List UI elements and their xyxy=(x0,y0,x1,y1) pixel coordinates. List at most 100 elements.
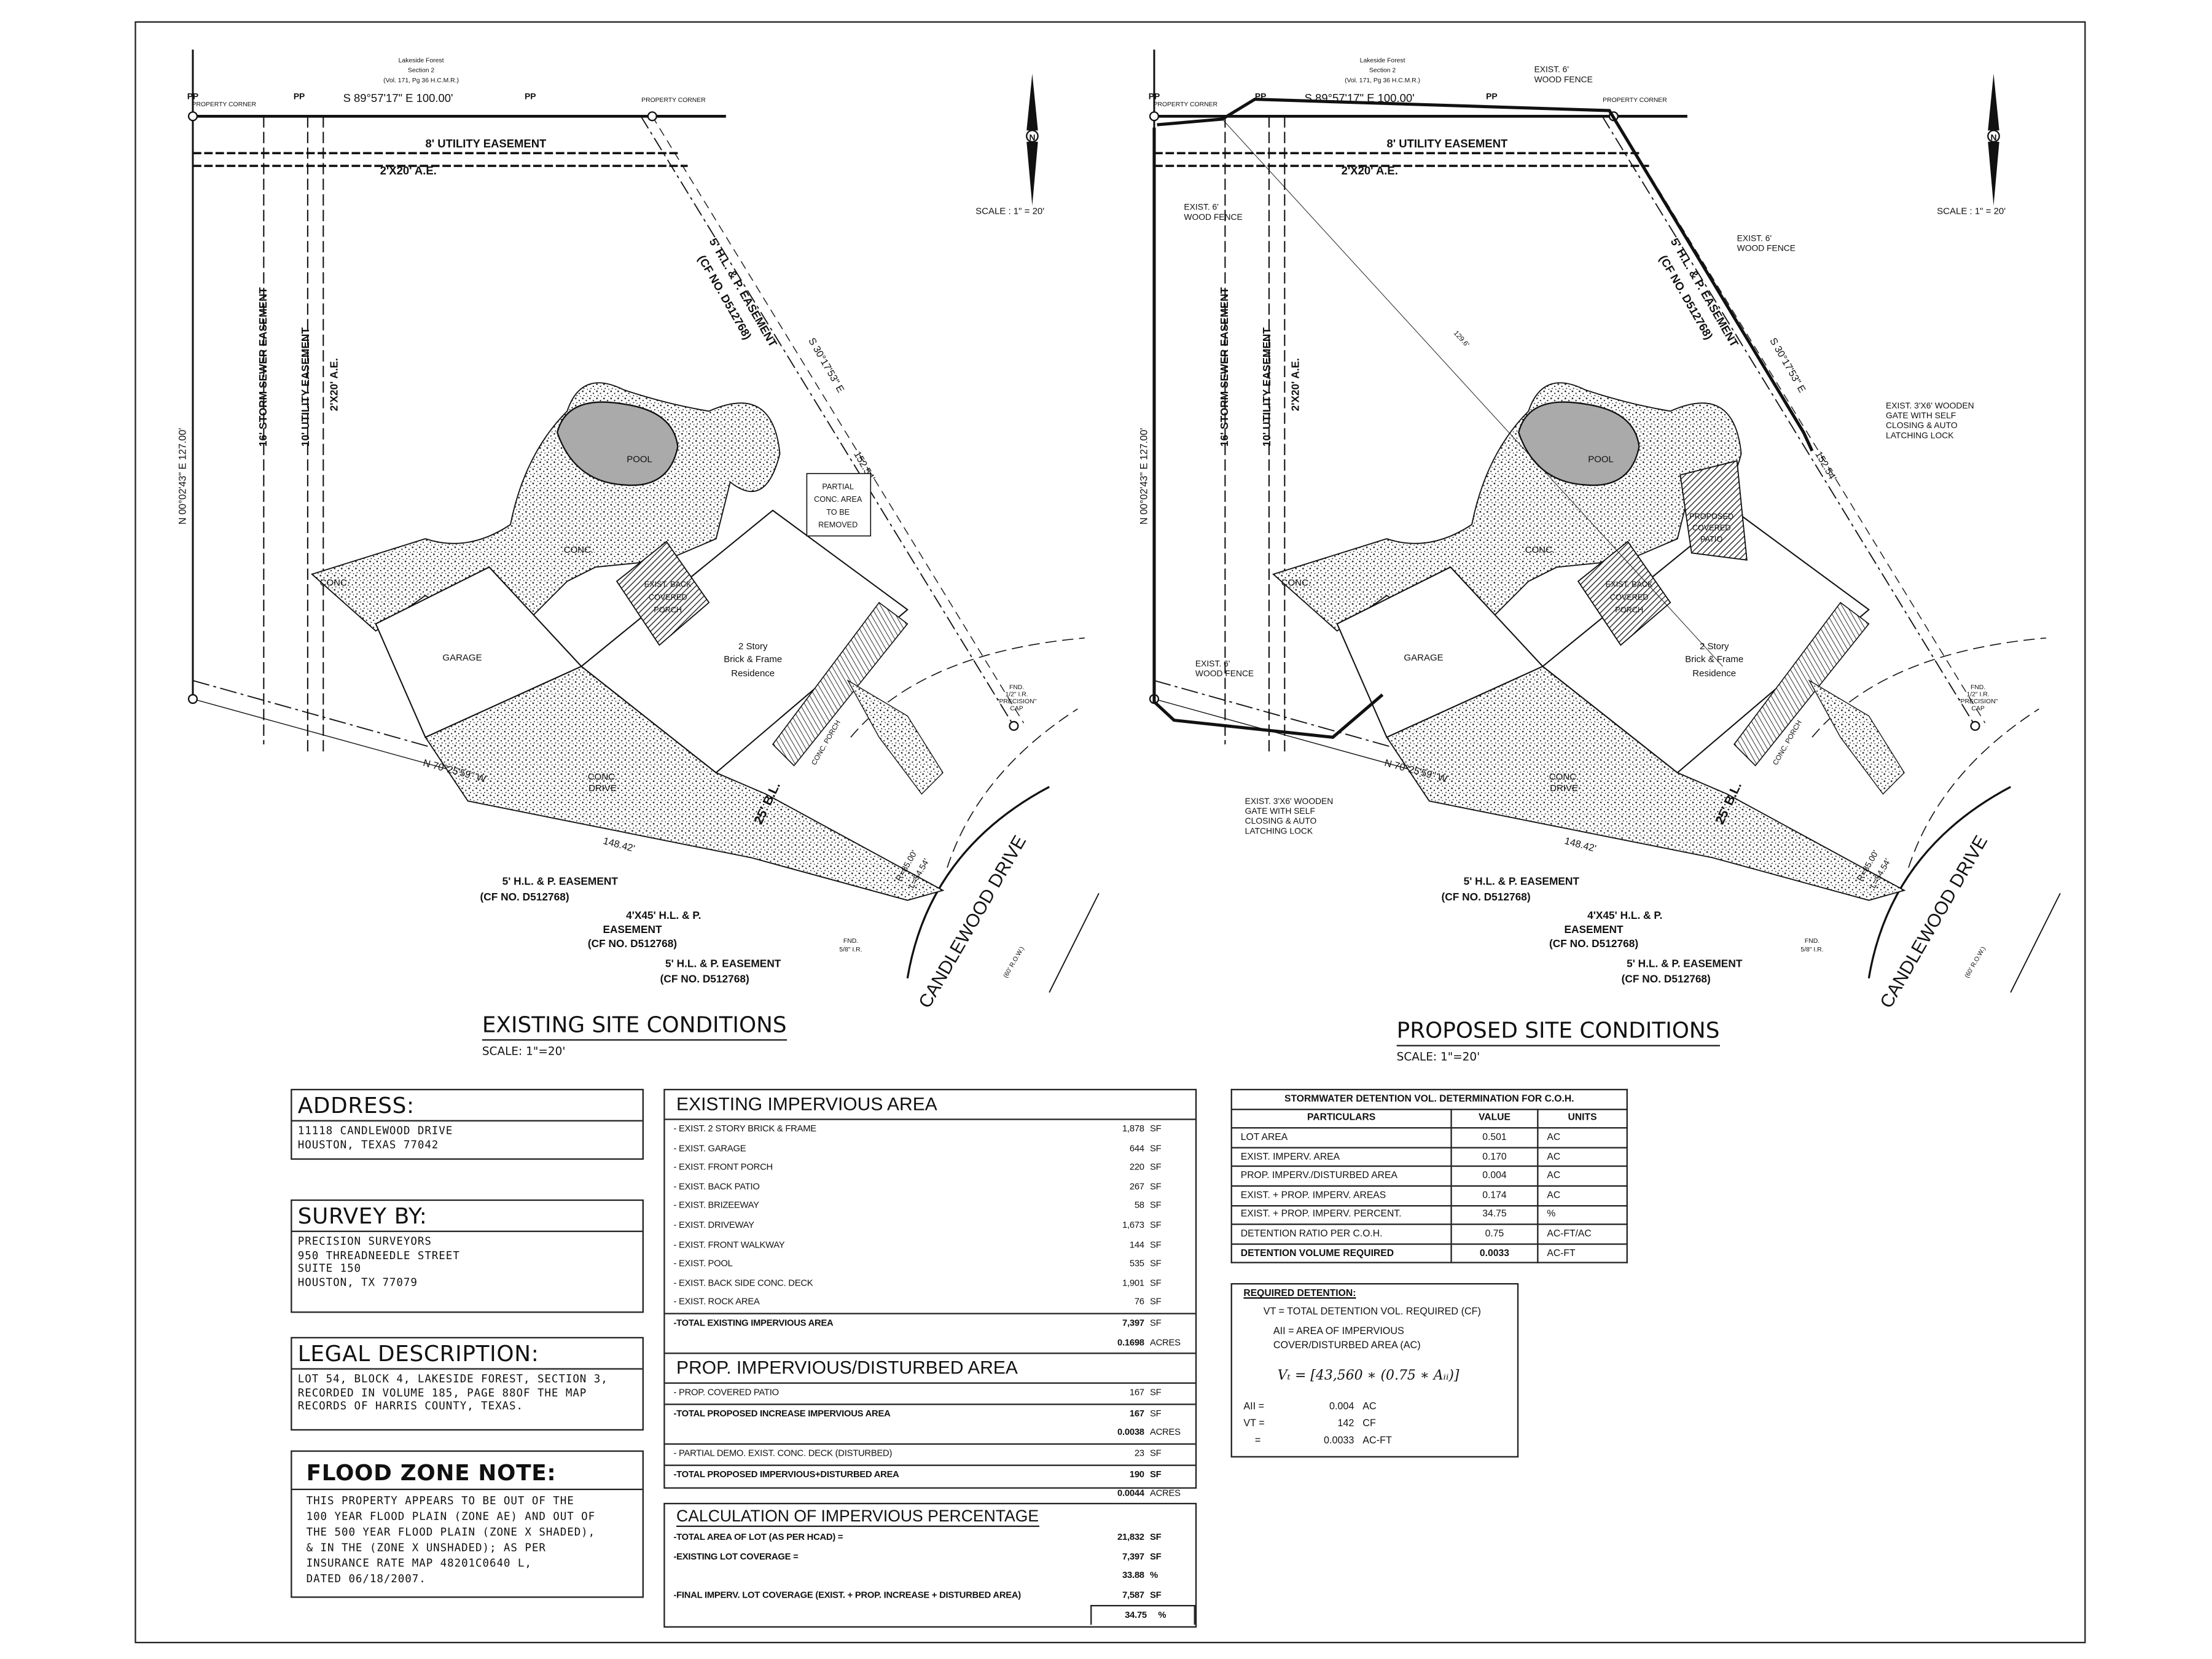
svg-text:CONC.: CONC. xyxy=(588,772,617,783)
flood-zone-box: FLOOD ZONE NOTE: THIS PROPERTY APPEARS T… xyxy=(291,1450,644,1598)
svg-text:FND.: FND. xyxy=(1971,684,1985,691)
svg-text:(Vol. 171, Pg 36 H.C.M.R.): (Vol. 171, Pg 36 H.C.M.R.) xyxy=(1345,77,1420,84)
final-percentage-row: 34.75% xyxy=(665,1605,1195,1625)
svg-text:2'X20' A.E.: 2'X20' A.E. xyxy=(1289,358,1301,411)
svg-text:(Vol. 171, Pg 36 H.C.M.R.): (Vol. 171, Pg 36 H.C.M.R.) xyxy=(383,77,459,84)
svg-text:148.42': 148.42' xyxy=(602,835,636,854)
svg-text:CONC. AREA: CONC. AREA xyxy=(814,495,862,504)
svg-text:5' H.L. & P. EASEMENT: 5' H.L. & P. EASEMENT xyxy=(1627,957,1743,969)
proposed-plan-title: PROPOSED SITE CONDITIONS xyxy=(1396,1018,1720,1047)
back-covered-porch xyxy=(1577,541,1671,646)
gate-label: EXIST. 3'X6' WOODEN xyxy=(1886,400,1974,410)
pool-label: POOL xyxy=(1588,455,1614,465)
svg-text:FND.: FND. xyxy=(1805,938,1819,945)
svg-text:WOOD FENCE: WOOD FENCE xyxy=(1534,74,1593,84)
existing-plan-title: EXISTING SITE CONDITIONS xyxy=(482,1012,787,1041)
street-curb xyxy=(1867,786,2011,978)
front-porch xyxy=(1733,601,1870,767)
proposed-covered-patio xyxy=(1679,460,1748,561)
total-proposed-row: -TOTAL PROPOSED IMPERVIOUS+DISTURBED ARE… xyxy=(665,1464,1195,1485)
svg-text:N: N xyxy=(1990,133,1996,142)
scale-note: SCALE : 1" = 20' xyxy=(975,206,1044,217)
svg-text:CAP: CAP xyxy=(1971,705,1984,712)
pool xyxy=(556,401,679,486)
subdivision-label: Lakeside Forest xyxy=(1360,58,1405,64)
detention-result-label: VT = xyxy=(1243,1419,1265,1429)
partial-conc-callout: PARTIAL CONC. AREA TO BE REMOVED xyxy=(806,473,872,537)
svg-text:PP: PP xyxy=(294,92,305,101)
utility-easement-label: 8' UTILITY EASEMENT xyxy=(1387,137,1509,150)
street-label: CANDLEWOOD DRIVE xyxy=(915,832,1030,1012)
svg-text:PORCH: PORCH xyxy=(654,606,682,614)
front-porch xyxy=(772,601,909,767)
proposed-site-plan: N Lakeside Forest Section 2 (Vol. 171, P… xyxy=(1138,49,2061,1012)
svg-text:2'X20' A.E.: 2'X20' A.E. xyxy=(380,164,437,177)
svg-text:PROPOSED: PROPOSED xyxy=(1689,512,1733,521)
svg-text:5' H.L. & P. EASEMENT: 5' H.L. & P. EASEMENT xyxy=(1464,875,1580,887)
front-walkway xyxy=(846,679,944,795)
svg-text:PROPERTY CORNER: PROPERTY CORNER xyxy=(1153,101,1217,108)
property-corner-marker xyxy=(187,111,198,122)
svg-text:4'X45' H.L. & P.: 4'X45' H.L. & P. xyxy=(626,909,701,921)
svg-text:CAP: CAP xyxy=(1010,705,1023,712)
required-detention-box: REQUIRED DETENTION: VT = TOTAL DETENTION… xyxy=(1230,1283,1519,1458)
svg-text:EXIST. 3'X6' WOODEN: EXIST. 3'X6' WOODEN xyxy=(1245,796,1334,806)
svg-text:S 30°17'53" E: S 30°17'53" E xyxy=(1767,336,1808,394)
svg-text:10' UTILITY EASEMENT: 10' UTILITY EASEMENT xyxy=(1260,327,1273,447)
svg-text:N: N xyxy=(1029,133,1035,142)
survey-box: SURVEY BY: PRECISION SURVEYORS 950 THREA… xyxy=(291,1199,644,1313)
svg-text:(CF NO. D512768): (CF NO. D512768) xyxy=(1549,937,1638,950)
north-arrow-icon: N xyxy=(1987,74,2000,206)
address-box: ADDRESS: 11118 CANDLEWOOD DRIVE HOUSTON,… xyxy=(291,1088,644,1160)
legal-description-box: LEGAL DESCRIPTION: LOT 54, BLOCK 4, LAKE… xyxy=(291,1337,644,1431)
svg-text:S 30°17'53" E: S 30°17'53" E xyxy=(806,336,846,394)
svg-text:16' STORM SEWER EASEMENT: 16' STORM SEWER EASEMENT xyxy=(257,287,269,447)
svg-text:148.42': 148.42' xyxy=(1563,835,1597,854)
svg-text:(CF NO. D512768): (CF NO. D512768) xyxy=(660,973,749,985)
svg-text:(CF NO. D512768): (CF NO. D512768) xyxy=(588,937,677,950)
svg-text:(CF NO. D512768): (CF NO. D512768) xyxy=(1622,973,1711,985)
svg-text:PP: PP xyxy=(187,92,198,101)
detention-result-unit: CF xyxy=(1362,1419,1376,1429)
svg-text:LATCHING LOCK: LATCHING LOCK xyxy=(1886,430,1954,440)
svg-text:PORCH: PORCH xyxy=(1615,606,1643,614)
partial-demo-row: - PARTIAL DEMO. EXIST. CONC. DECK (DISTU… xyxy=(665,1443,1195,1464)
svg-text:WOOD FENCE: WOOD FENCE xyxy=(1195,668,1254,678)
detention-result-value: 0.004 xyxy=(1329,1402,1354,1413)
north-arrow-icon: N xyxy=(1026,74,1039,206)
svg-text:TO BE: TO BE xyxy=(826,508,850,517)
svg-text:CLOSING & AUTO: CLOSING & AUTO xyxy=(1886,420,1958,430)
svg-text:GATE WITH SELF: GATE WITH SELF xyxy=(1886,410,1956,420)
scale-note: SCALE : 1" = 20' xyxy=(1937,206,2006,217)
svg-text:REMOVED: REMOVED xyxy=(818,521,858,529)
svg-text:COVERED: COVERED xyxy=(649,593,687,601)
stormwater-row: EXIST. + PROP. IMPERV. PERCENT.34.75% xyxy=(1230,1204,1628,1225)
svg-text:1/2" I.R.: 1/2" I.R. xyxy=(1005,691,1028,698)
svg-text:Section 2: Section 2 xyxy=(1369,68,1396,74)
svg-text:GATE WITH SELF: GATE WITH SELF xyxy=(1245,806,1315,816)
svg-text:10' UTILITY EASEMENT: 10' UTILITY EASEMENT xyxy=(299,327,311,447)
garage-label: GARAGE xyxy=(1404,653,1443,663)
svg-text:129.6': 129.6' xyxy=(1452,329,1471,348)
south-property-line xyxy=(1154,680,1905,891)
property-corner-marker xyxy=(1149,111,1160,122)
svg-text:5' H.L. & P. EASEMENT: 5' H.L. & P. EASEMENT xyxy=(665,957,781,969)
svg-text:FND.: FND. xyxy=(843,938,858,945)
svg-text:CONC.: CONC. xyxy=(320,577,350,588)
svg-text:PP: PP xyxy=(1486,92,1497,101)
svg-text:FND.: FND. xyxy=(1009,684,1024,691)
svg-text:"PRECISION": "PRECISION" xyxy=(997,698,1037,705)
